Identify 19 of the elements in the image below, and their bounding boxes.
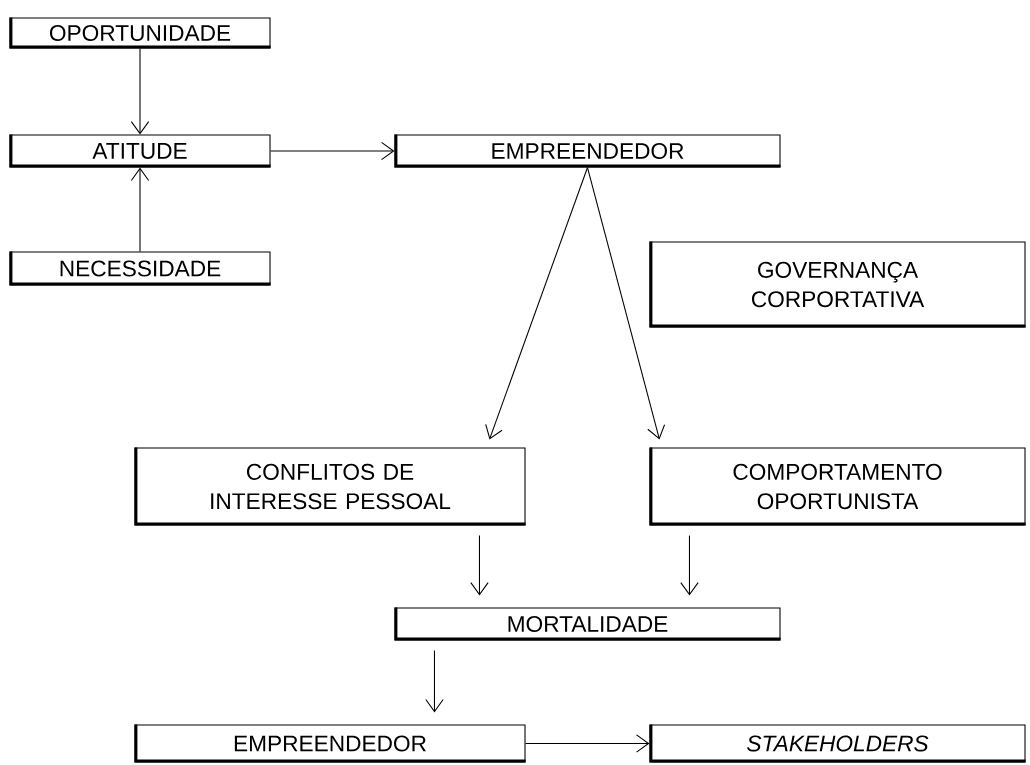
- process-box: EMPREENDEDOR: [394, 134, 781, 168]
- process-box: EMPREENDEDOR: [134, 724, 526, 763]
- process-box: GOVERNANÇA CORPORTATIVA: [649, 241, 1026, 328]
- arrow: [130, 167, 150, 252]
- arrow: [485, 167, 589, 440]
- arrow: [425, 650, 444, 713]
- process-box: COMPORTAMENTO OPORTUNISTA: [649, 447, 1026, 526]
- process-box: NECESSIDADE: [9, 251, 271, 286]
- process-box: OPORTUNIDADE: [9, 17, 271, 49]
- process-box: ATITUDE: [9, 134, 271, 168]
- arrow: [525, 734, 650, 753]
- arrow: [470, 535, 489, 596]
- process-box: MORTALIDADE: [394, 607, 781, 641]
- process-box: STAKEHOLDERS: [649, 724, 1026, 763]
- arrow: [270, 141, 395, 161]
- arrow: [586, 167, 666, 440]
- arrow: [680, 535, 699, 596]
- arrow: [130, 48, 150, 135]
- process-box: CONFLITOS DE INTERESSE PESSOAL: [134, 447, 526, 526]
